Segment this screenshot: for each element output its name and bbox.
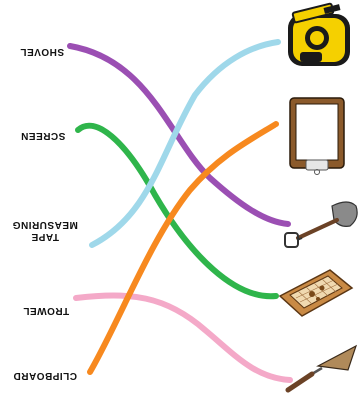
match-line-light-blue: [89, 39, 281, 248]
match-line-green: [75, 122, 279, 300]
clipboard-icon: [289, 97, 345, 175]
match-line-purple: [67, 43, 291, 227]
match-line-orange: [87, 121, 279, 375]
trowel-icon: [285, 344, 358, 393]
match-line-pink: [73, 292, 293, 383]
sifting-screen-icon: [278, 269, 354, 317]
shovel-icon: [284, 201, 358, 248]
measuring-tape-icon: [288, 2, 350, 66]
